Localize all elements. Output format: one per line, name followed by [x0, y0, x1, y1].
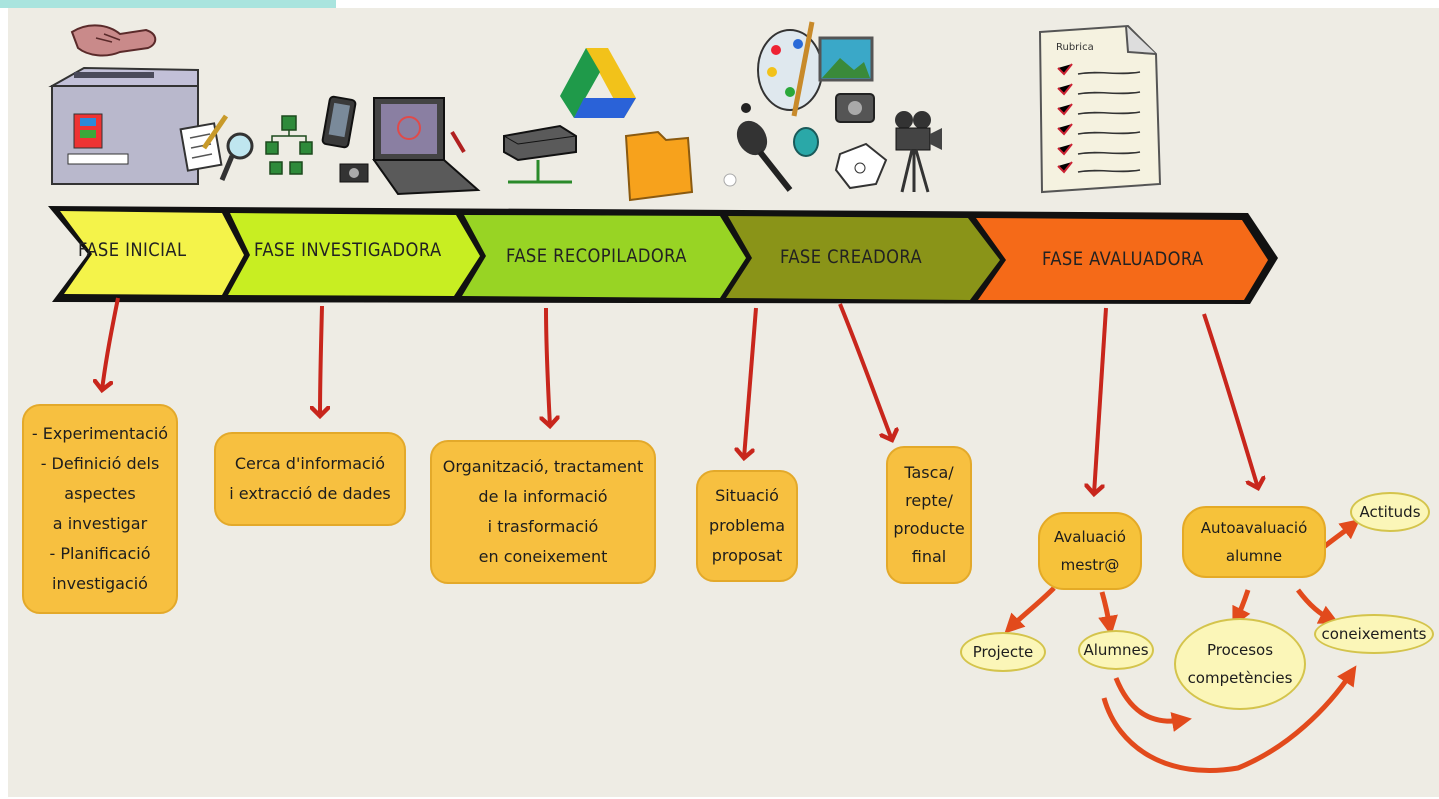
phase-investigadora-shape [228, 213, 480, 296]
network-storage-icon [503, 124, 577, 184]
phase-recopiladora-shape [462, 215, 746, 298]
arrow-autoavaluacio [1202, 313, 1258, 488]
arrow-to-alumnes [1098, 591, 1118, 636]
handshake-icon [70, 24, 157, 57]
arrow-alumnes-coneixements [1101, 665, 1357, 774]
arrow-investigadora [320, 305, 322, 416]
picture-icon [818, 36, 874, 82]
webcam-icon [793, 93, 888, 190]
palette-icon [757, 21, 823, 117]
arrow-avaluacio [1094, 307, 1108, 494]
box-fase-investigadora: Cerca d'informació i extracció de dades [214, 432, 406, 526]
microphone-icon [723, 103, 793, 192]
arrow-to-procesos [1232, 589, 1251, 628]
arrow-alumnes-procesos [1113, 677, 1192, 732]
arrow-inicial [102, 297, 120, 390]
phase-label-inicial: FASE INICIAL [78, 239, 187, 261]
oval-actituds: Actituds [1350, 492, 1430, 532]
arrow-tasca [838, 303, 892, 440]
ballot-box-icon [48, 66, 199, 185]
arrow-to-coneixements [1296, 588, 1340, 624]
phase-avaluadora-shape [976, 218, 1268, 300]
phase-label-recopiladora: FASE RECOPILADORA [506, 245, 687, 267]
folder-icon [624, 130, 694, 202]
arrow-situacio [744, 307, 758, 458]
top-accent-bar [0, 0, 336, 8]
phase-label-avaluadora: FASE AVALUADORA [1042, 248, 1204, 270]
oval-alumnes: Alumnes [1078, 630, 1154, 670]
box-fase-inicial: - Experimentació - Definició dels aspect… [22, 404, 178, 614]
assessment-sheet-title: Rubrica [1056, 42, 1094, 53]
oval-projecte: Projecte [960, 632, 1046, 672]
oval-autoavaluacio-alumne: Autoavaluació alumne [1182, 506, 1326, 578]
phase-label-creadora: FASE CREADORA [780, 246, 923, 268]
box-fase-recopiladora: Organització, tractament de la informaci… [430, 440, 656, 584]
diagram-canvas: Rubrica [8, 8, 1439, 797]
oval-avaluacio-mestre: Avaluació mestr@ [1038, 512, 1142, 590]
box-situacio-problema: Situació problema proposat [696, 470, 798, 582]
checklist-icon [179, 114, 229, 172]
arrow-recopiladora [546, 307, 550, 426]
google-drive-icon [560, 48, 636, 118]
org-chart-icon [265, 115, 313, 175]
phase-inicial-shape [60, 211, 244, 295]
diagram-art: Rubrica [48, 21, 1361, 774]
smartphone-icon [321, 95, 357, 149]
oval-procesos-competencies: Procesos competències [1174, 618, 1306, 710]
box-tasca-repte: Tasca/ repte/ producte final [886, 446, 972, 584]
phase-creadora-shape [726, 216, 1000, 300]
phase-label-investigadora: FASE INVESTIGADORA [254, 239, 442, 261]
arrow-to-projecte [1004, 586, 1056, 634]
camera-icon [339, 163, 369, 183]
film-camera-icon [895, 111, 942, 193]
magnifier-icon [219, 132, 254, 181]
laptop-icon [372, 97, 481, 196]
phase-band [48, 206, 1278, 304]
assessment-sheet-icon: Rubrica [1038, 24, 1162, 194]
oval-coneixements: coneixements [1314, 614, 1434, 654]
phase-arrows [102, 297, 1258, 494]
